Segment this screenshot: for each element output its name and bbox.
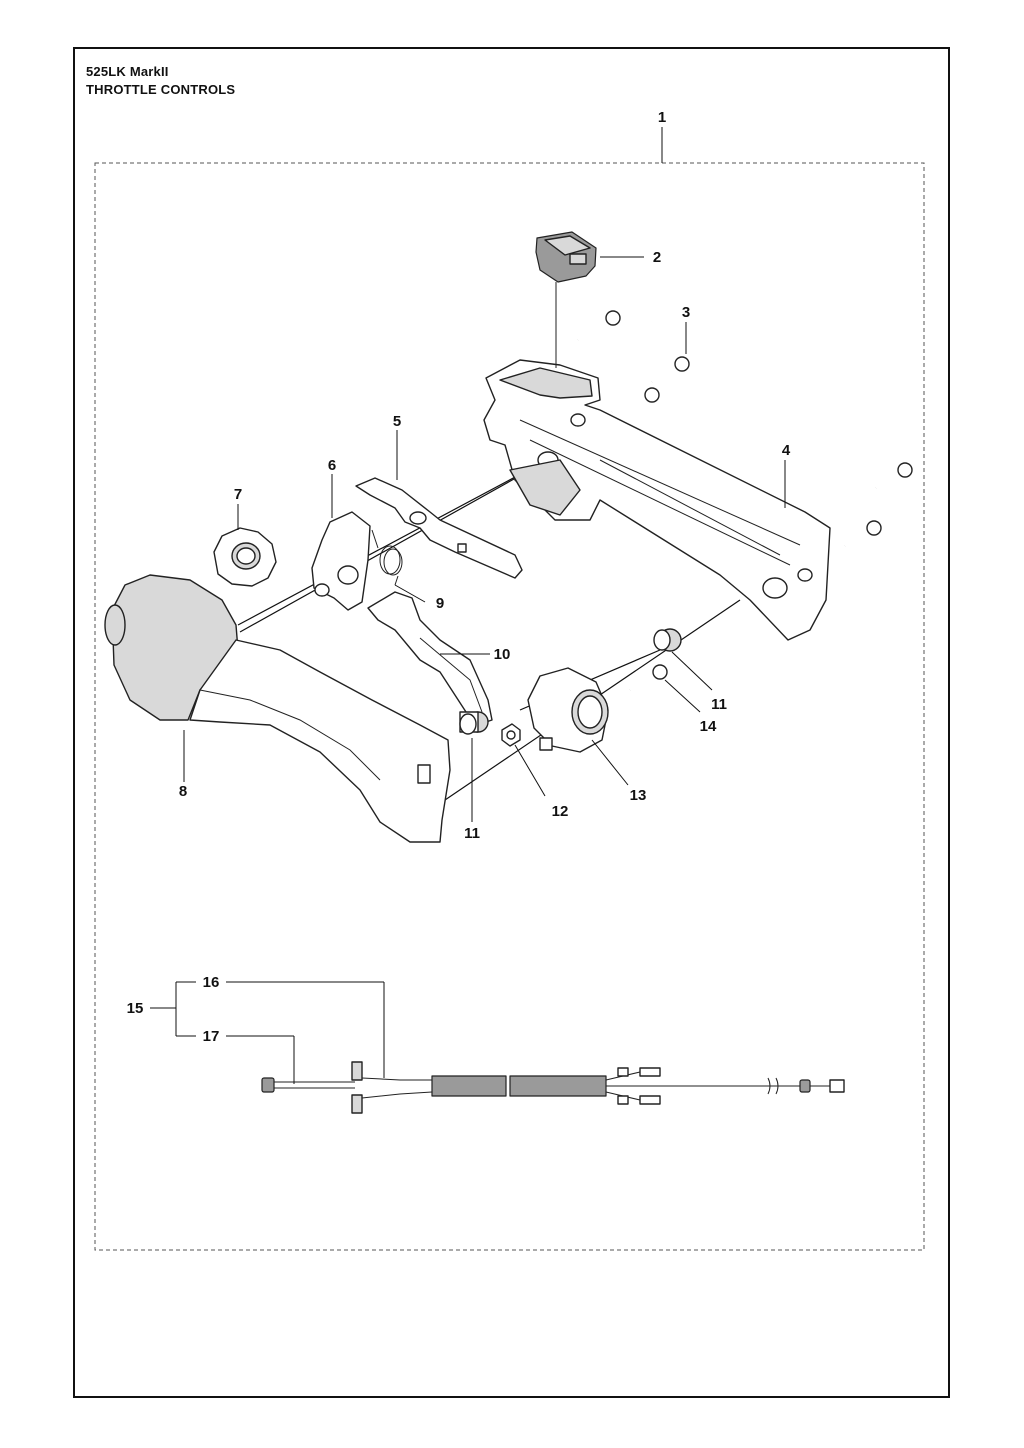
- callout-12: 12: [552, 803, 569, 820]
- callout-11-left: 11: [464, 825, 480, 842]
- page-frame: [73, 47, 950, 1398]
- callout-10: 10: [494, 646, 511, 663]
- part-15-cable-assembly: [261, 1061, 845, 1114]
- part-10-throttle-trigger: [367, 591, 493, 725]
- part-11-bushing-left: [459, 711, 489, 735]
- callout-5: 5: [393, 413, 401, 430]
- part-11-bushing-right: [653, 628, 682, 652]
- part-3-screws: [577, 310, 913, 548]
- part-4-handle-bracket: [483, 359, 831, 641]
- part-7-gear-ring: [213, 527, 277, 587]
- callout-9: 9: [436, 595, 444, 612]
- section-title: THROTTLE CONTROLS: [86, 82, 236, 97]
- callout-3: 3: [682, 304, 690, 321]
- part-5-lockout-lever: [355, 477, 523, 579]
- part-9-spring: [371, 529, 403, 586]
- callout-14: 14: [700, 718, 717, 735]
- part-13-clamp-collar: [527, 667, 609, 753]
- model-title: 525LK MarkII: [86, 64, 169, 79]
- callout-8: 8: [179, 783, 187, 800]
- part-14-bolt: [629, 664, 668, 692]
- callout-1: 1: [658, 109, 666, 126]
- callout-16: 16: [203, 974, 220, 991]
- part-6-bracket-plate: [311, 511, 371, 611]
- part-8-rear-handle: [104, 574, 451, 843]
- callout-4: 4: [782, 442, 791, 459]
- callout-11-right: 11: [711, 696, 727, 713]
- callout-7: 7: [234, 486, 242, 503]
- part-2-stop-switch: [535, 231, 597, 368]
- kit-dashed-boundary: [94, 162, 925, 1251]
- callout-2: 2: [653, 249, 661, 266]
- callout-13: 13: [630, 787, 647, 804]
- part-12-nut: [501, 723, 521, 747]
- callout-6: 6: [328, 457, 336, 474]
- callout-15: 15: [127, 1000, 144, 1017]
- callout-17: 17: [203, 1028, 220, 1045]
